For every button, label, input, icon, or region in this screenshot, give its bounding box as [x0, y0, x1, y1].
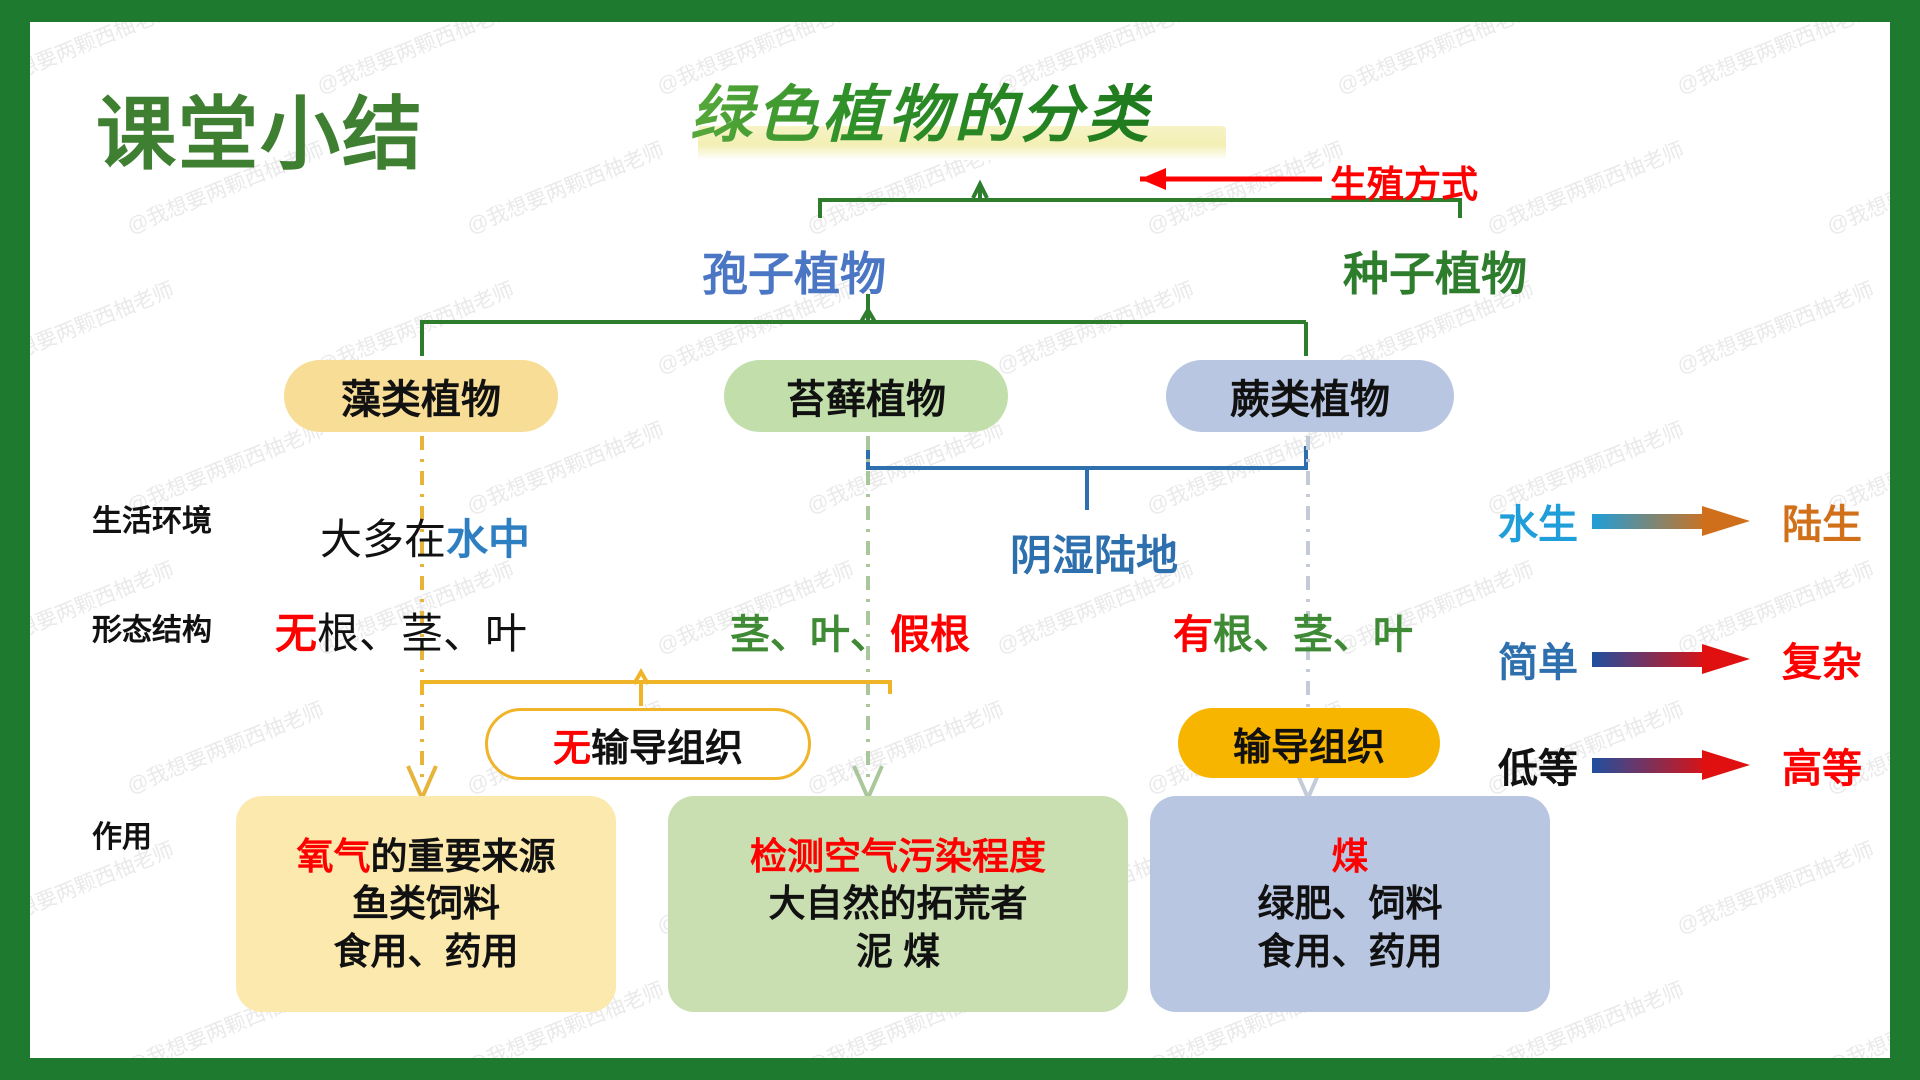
use-algae-line1-red: 氧气: [296, 835, 371, 877]
gradient-1-from: 水生: [1498, 503, 1578, 547]
watermark-text: @我想要两颗西柚老师: [1673, 22, 1878, 99]
gradient-2-from: 简单: [1498, 641, 1578, 685]
gradient-2-to: 复杂: [1782, 641, 1862, 685]
gradient-row-evolution: 低等 高等: [1498, 736, 1862, 794]
use-fern-line3: 食用、药用: [1257, 930, 1443, 972]
watermark-text: @我想要两颗西柚老师: [1673, 278, 1878, 379]
environment-algae: 大多在水中: [320, 506, 530, 567]
gradient-arrow-2: [1592, 644, 1750, 674]
row-label-morphology: 形态结构: [92, 614, 212, 647]
morphology-fern-green: 根、茎、叶: [1213, 613, 1413, 657]
tissue-absent-rest: 输导组织: [591, 727, 744, 770]
morphology-moss-green: 茎、叶、: [730, 613, 890, 657]
use-box-algae[interactable]: 氧气的重要来源 鱼类饲料 食用、药用: [236, 796, 616, 1012]
use-algae-line1-rest: 的重要来源: [370, 835, 556, 877]
tissue-absent-red: 无: [552, 727, 591, 770]
morphology-algae: 无根、茎、叶: [275, 600, 527, 661]
use-box-fern[interactable]: 煤 绿肥、饲料 食用、药用: [1150, 796, 1550, 1012]
watermark-text: @我想要两颗西柚老师: [1333, 22, 1538, 99]
gradient-3-from: 低等: [1498, 747, 1578, 791]
gradient-1-to: 陆生: [1782, 503, 1862, 547]
row-label-use: 作用: [92, 821, 152, 854]
gradient-row-complexity: 简单 复杂: [1498, 630, 1862, 688]
main-title-group: 绿色植物的分类: [690, 64, 1226, 160]
morphology-algae-rest: 根、茎、叶: [317, 610, 528, 657]
watermark-text: @我想要两颗西柚老师: [1673, 838, 1878, 939]
category-moss[interactable]: 苔藓植物: [724, 360, 1008, 432]
watermark-text: @我想要两颗西柚老师: [463, 138, 668, 239]
watermark-text: @我想要两颗西柚老师: [1823, 138, 1890, 239]
use-moss-line3: 泥 煤: [855, 930, 941, 972]
gradient-3-to: 高等: [1782, 747, 1862, 791]
use-algae-line2: 鱼类饲料: [352, 883, 500, 925]
tissue-absent-pill[interactable]: 无输导组织: [485, 708, 811, 780]
page-title: 课堂小结: [96, 90, 424, 179]
category-fern[interactable]: 蕨类植物: [1166, 360, 1454, 432]
morphology-algae-red: 无: [275, 610, 318, 657]
slide-canvas: @我想要两颗西柚老师 @我想要两颗西柚老师 @我想要两颗西柚老师 @我想要两颗西柚老师…: [30, 22, 1890, 1058]
use-box-moss[interactable]: 检测空气污染程度 大自然的拓荒者 泥 煤: [668, 796, 1128, 1012]
title-highlight-bar: [698, 126, 1226, 160]
watermark-text: @我想要两颗西柚老师: [1823, 978, 1890, 1058]
environment-shared-moist: 阴湿陆地: [1010, 532, 1179, 579]
use-fern-line2: 绿肥、饲料: [1257, 883, 1443, 925]
criterion-label: 生殖方式: [1330, 164, 1478, 205]
use-algae-line1: 氧气的重要来源: [297, 833, 556, 880]
gradient-arrow-3: [1592, 750, 1750, 780]
gradient-row-habitat: 水生 陆生: [1498, 492, 1862, 550]
diagram-title: 绿色植物的分类: [690, 64, 1152, 154]
morphology-moss: 茎、叶、假根: [730, 602, 970, 660]
watermark-text: @我想要两颗西柚老师: [803, 698, 1008, 799]
watermark-text: @我想要两颗西柚老师: [1483, 138, 1688, 239]
row-label-environment: 生活环境: [92, 505, 212, 538]
morphology-fern: 有根、茎、叶: [1173, 602, 1413, 660]
gradient-arrow-1: [1592, 506, 1750, 536]
watermark-text: @我想要两颗西柚老师: [123, 698, 328, 799]
morphology-fern-red: 有: [1173, 613, 1213, 657]
reproduction-arrow: [1140, 168, 1322, 190]
environment-algae-highlight: 水中: [446, 516, 531, 563]
morphology-moss-red: 假根: [890, 613, 970, 657]
watermark-text: @我想要两颗西柚老师: [30, 278, 178, 379]
watermark-text: @我想要两颗西柚老师: [993, 278, 1198, 379]
category-algae[interactable]: 藻类植物: [284, 360, 558, 432]
node-seed-plants[interactable]: 种子植物: [1343, 248, 1527, 300]
use-fern-line1: 煤: [1331, 835, 1369, 877]
node-spore-plants[interactable]: 孢子植物: [702, 248, 886, 300]
use-moss-line2: 大自然的拓荒者: [768, 883, 1028, 925]
use-moss-line1: 检测空气污染程度: [750, 835, 1046, 877]
use-algae-line3: 食用、药用: [333, 930, 519, 972]
environment-algae-prefix: 大多在: [320, 516, 447, 563]
tissue-present-pill[interactable]: 输导组织: [1178, 708, 1440, 778]
